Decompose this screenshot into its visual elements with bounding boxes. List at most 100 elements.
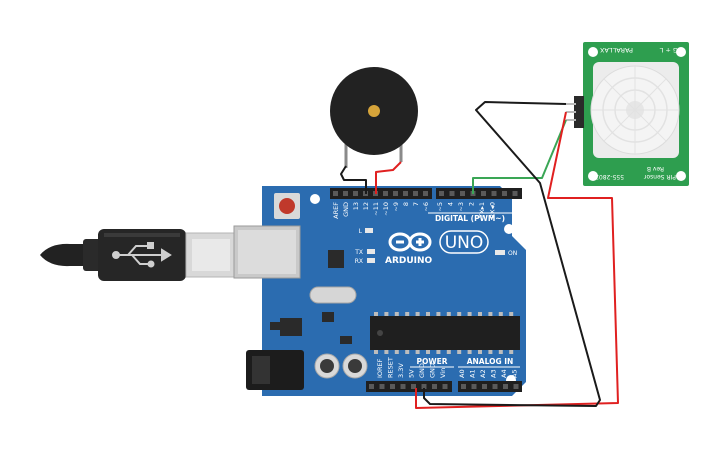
header-pin[interactable] <box>482 384 487 389</box>
arduino-logo-icon <box>388 232 432 252</box>
header-pin[interactable] <box>423 191 428 196</box>
chip-pin <box>405 312 410 316</box>
pin-label: 7 <box>412 202 420 206</box>
header-pin[interactable] <box>512 191 518 196</box>
header-pin[interactable] <box>513 384 519 389</box>
header-pin[interactable] <box>491 191 497 196</box>
header-pin[interactable] <box>471 384 477 389</box>
chip-pin <box>457 350 462 354</box>
chip-pin <box>446 312 451 316</box>
header-pin[interactable] <box>383 191 388 196</box>
chip-pin <box>394 312 399 316</box>
wire-buzzer-pin13[interactable] <box>375 161 402 194</box>
pin-label: 4 <box>447 202 455 206</box>
usb-cable[interactable] <box>40 229 237 281</box>
pin-label: AREF <box>332 202 340 219</box>
chip-pin <box>415 350 420 354</box>
chip-pin <box>405 350 410 354</box>
pir-part-number: 555-28027 <box>591 173 624 180</box>
led-rx-label: RX <box>355 258 363 265</box>
header-pin[interactable] <box>432 384 437 389</box>
pir-brand: PARALLAX <box>599 46 632 54</box>
pin-label: ~6 <box>422 202 430 212</box>
pin-label: A4 <box>500 369 508 378</box>
chip-pin <box>478 350 482 354</box>
header-pin[interactable] <box>390 384 395 389</box>
header-pin[interactable] <box>460 191 465 196</box>
led-tx-label: TX <box>354 249 363 256</box>
reset-button-cap[interactable] <box>279 198 295 214</box>
pin-label: ~5 <box>436 202 444 212</box>
header-pin[interactable] <box>503 384 508 389</box>
pin-label: 5V <box>408 369 416 378</box>
pin-label: Vin <box>439 368 447 378</box>
chip-pin <box>415 312 420 316</box>
chip-pin <box>509 312 514 316</box>
chip-pin <box>467 312 472 316</box>
digital-header-right <box>436 188 522 199</box>
chip-pin <box>446 350 451 354</box>
pin-label: IOREF <box>376 358 384 378</box>
chip-pin <box>457 312 462 316</box>
pin-label: A5 <box>511 369 519 378</box>
header-pin[interactable] <box>400 384 406 389</box>
buzzer-center <box>368 105 380 117</box>
header-pin[interactable] <box>413 191 418 196</box>
pir-pin-header <box>574 96 584 128</box>
header-pin[interactable] <box>442 384 448 389</box>
header-pin[interactable] <box>502 191 507 196</box>
pin-label: 12 <box>362 202 370 210</box>
chip-pin <box>488 312 493 316</box>
chip-pin <box>498 312 503 316</box>
analog-header-title: ANALOG IN <box>467 357 514 366</box>
mounting-hole <box>310 194 320 204</box>
pir-revision: Rev B <box>647 165 664 172</box>
chip-pin <box>384 312 389 316</box>
header-pin[interactable] <box>439 191 444 196</box>
header-pin[interactable] <box>369 384 374 389</box>
header-pin[interactable] <box>411 384 416 389</box>
mounting-hole <box>504 224 514 234</box>
pin-label: RX◂0 <box>489 202 497 218</box>
header-pin[interactable] <box>333 191 338 196</box>
pin-label: ~10 <box>382 202 390 216</box>
analog-header <box>458 381 522 392</box>
chip-pin <box>467 350 472 354</box>
usb-cable-strain-relief <box>83 239 101 271</box>
header-pin[interactable] <box>379 384 385 389</box>
header-pin[interactable] <box>461 384 466 389</box>
led-tx <box>367 249 375 254</box>
chip-pin <box>394 350 399 354</box>
board-model: UNO <box>445 233 484 253</box>
pir-sensor[interactable]: PARALLAX G + L PIR Sensor Rev B 555-2802… <box>566 42 689 186</box>
chip-pin <box>374 312 378 316</box>
pin-label: 13 <box>352 202 360 210</box>
piezo-buzzer[interactable] <box>330 67 418 168</box>
chip-pin <box>436 312 441 316</box>
pin-label: ~11 <box>372 202 380 216</box>
voltage-regulator <box>280 318 302 336</box>
wire-pir-vcc[interactable] <box>415 111 619 409</box>
header-pin[interactable] <box>449 191 455 196</box>
wire-buzzer-gnd[interactable] <box>340 165 367 194</box>
pir-name: PIR Sensor <box>643 173 676 180</box>
header-pin[interactable] <box>343 191 348 196</box>
header-pin[interactable] <box>403 191 408 196</box>
wire-pir-signal[interactable] <box>472 119 567 194</box>
header-pin[interactable] <box>353 191 358 196</box>
chip-pin <box>436 350 441 354</box>
header-pin[interactable] <box>421 384 427 389</box>
usb-cable-strain-tip <box>40 243 85 267</box>
power-header-title: POWER <box>416 357 447 366</box>
header-pin[interactable] <box>393 191 398 196</box>
header-pin[interactable] <box>481 191 486 196</box>
wire-pir-gnd[interactable] <box>423 101 601 407</box>
chip-pin <box>498 350 503 354</box>
chip-pin <box>374 350 378 354</box>
power-header <box>366 381 452 392</box>
led-l <box>365 228 373 233</box>
header-pin[interactable] <box>492 384 498 389</box>
chip-pin <box>384 350 389 354</box>
pin-label: GND <box>342 202 350 217</box>
